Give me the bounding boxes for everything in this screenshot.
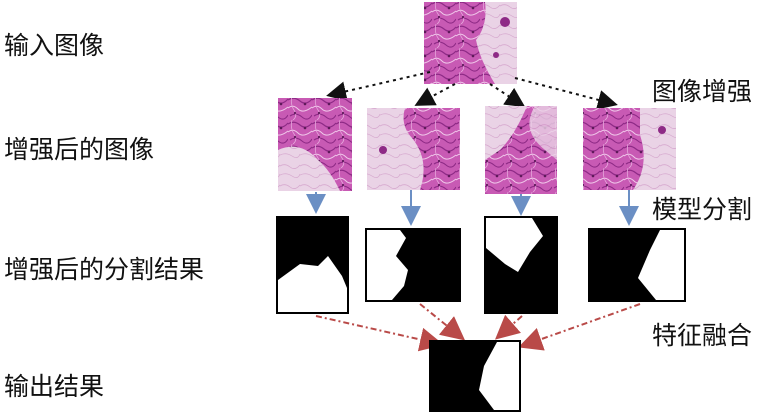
segmentation-arrows — [306, 190, 639, 226]
augmented-image-1 — [278, 98, 352, 191]
label-feature-fusion: 特征融合 — [652, 321, 753, 350]
label-model-segmentation: 模型分割 — [652, 195, 753, 224]
segmentation-mask-2 — [365, 228, 461, 302]
segmentation-mask-4 — [588, 228, 686, 302]
augmented-image-2 — [367, 108, 460, 190]
label-image-augmentation: 图像增强 — [652, 77, 753, 106]
input-image — [424, 2, 517, 84]
fusion-arrows — [315, 303, 641, 352]
label-input-image: 输入图像 — [4, 31, 105, 60]
augmented-image-4 — [583, 108, 676, 190]
output-mask — [429, 340, 521, 412]
label-output: 输出结果 — [4, 372, 105, 401]
segmentation-mask-3 — [484, 216, 558, 314]
augmentation-arrows — [326, 71, 618, 110]
label-augmented-segmentation: 增强后的分割结果 — [4, 255, 205, 284]
segmentation-mask-1 — [276, 216, 349, 314]
label-augmented-images: 增强后的图像 — [4, 135, 155, 164]
augmented-image-3 — [485, 106, 557, 194]
